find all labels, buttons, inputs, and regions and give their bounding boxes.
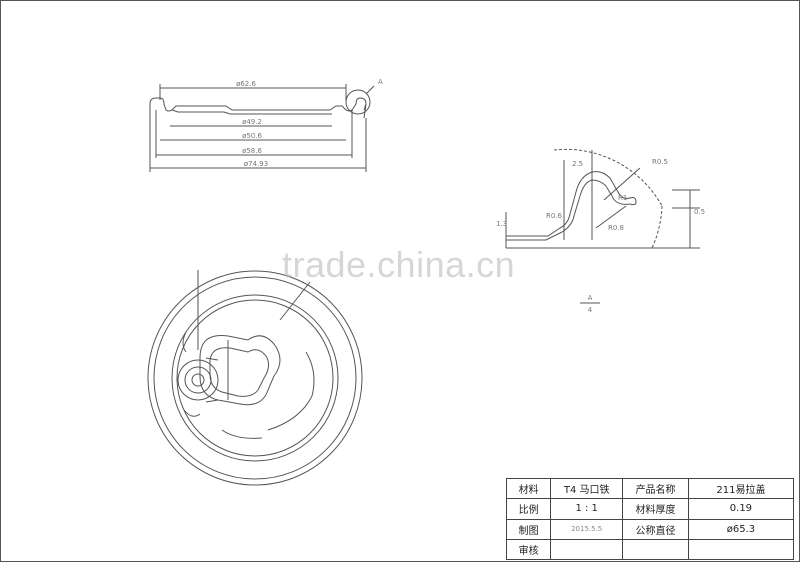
drafter-date: 2015.5.5 [550,518,624,540]
title-row-1: 材料 T4 马口铁 产品名称 211易拉盖 [505,477,795,500]
empty-cell-2 [687,538,795,561]
material-label: 材料 [505,477,552,500]
dim-label-3: ø50.6 [242,132,262,140]
detail-dim-r2: R0.8 [608,224,624,232]
title-block: 材料 T4 马口铁 产品名称 211易拉盖 比例 1 : 1 材料厚度 0.19… [505,477,795,561]
empty-cell-1 [622,538,689,561]
dim-label-1: ø62.6 [236,80,256,88]
watermark-text: trade.china.cn [282,244,516,285]
view-label-bottom: 4 [588,306,593,314]
section-marker-label: A [378,78,383,86]
dim-label-2: ø49.2 [242,118,262,126]
thickness-value: 0.19 [687,498,795,520]
thickness-label: 材料厚度 [622,498,689,520]
view-label-top: A [588,294,593,302]
view-label: A 4 [580,294,600,314]
product-name-value: 211易拉盖 [687,477,795,500]
detail-dim-r4: R1 [618,194,627,202]
title-row-3: 制图 2015.5.5 公称直径 ø65.3 [505,518,795,540]
detail-dim-h2: 1.3 [496,220,507,228]
product-name-label: 产品名称 [622,477,689,500]
section-view [149,84,375,172]
detail-view [505,148,700,249]
drafter-label: 制图 [505,518,552,540]
detail-dim-r3: R0.6 [546,212,563,220]
detail-dim-h3: 0.5 [694,208,705,216]
title-row-2: 比例 1 : 1 材料厚度 0.19 [505,498,795,520]
detail-dim-r1: R0.5 [652,158,668,166]
title-row-4: 审核 [505,538,795,561]
reviewer-label: 审核 [505,538,552,561]
dim-label-5: ø74.93 [244,160,268,168]
scale-label: 比例 [505,498,552,520]
scale-value: 1 : 1 [550,498,624,520]
nominal-diameter-value: ø65.3 [687,518,795,540]
detail-dim-h1: 2.5 [572,160,583,168]
dim-label-4: ø58.6 [242,147,262,155]
reviewer-value [550,538,624,561]
plan-view [147,270,363,486]
material-value: T4 马口铁 [550,477,624,500]
nominal-diameter-label: 公称直径 [622,518,689,540]
